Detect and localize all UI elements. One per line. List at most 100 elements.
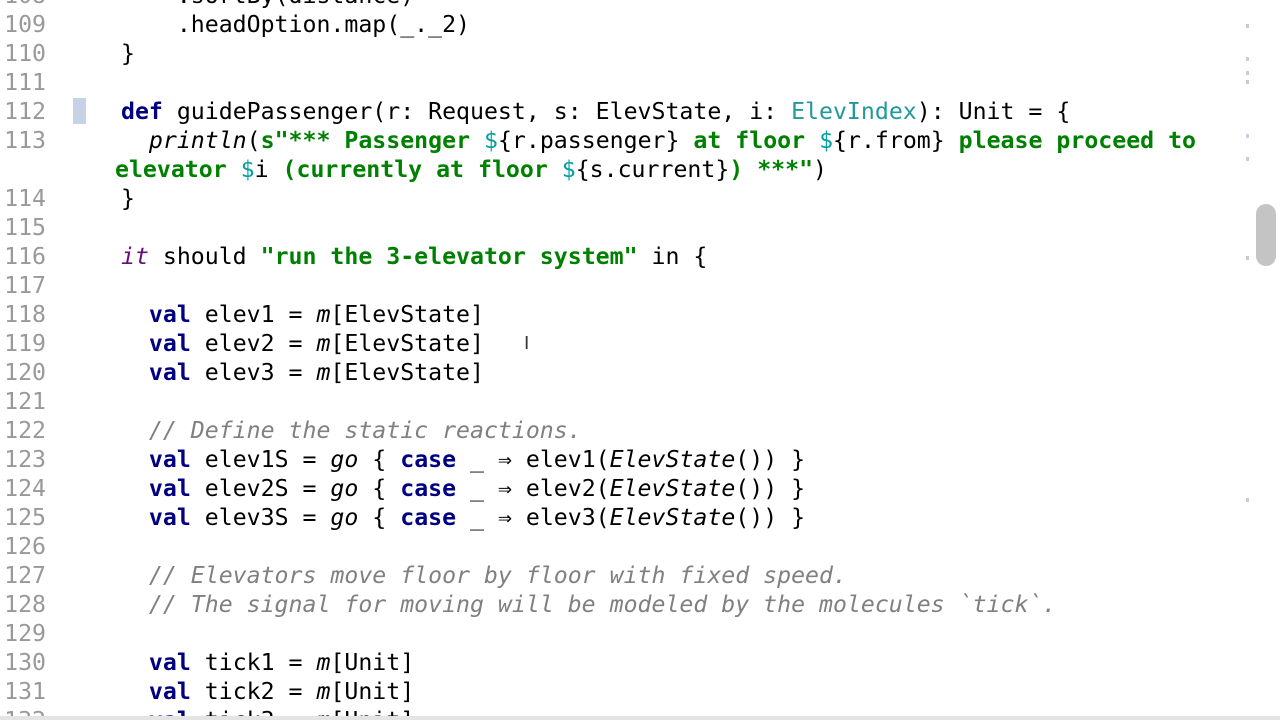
line-code[interactable]: val elev1S = go { case _ ⇒ elev1(ElevSta… bbox=[121, 445, 805, 474]
code-token: case bbox=[400, 504, 457, 531]
code-token: at floor bbox=[679, 127, 820, 154]
code-token: {s.current} bbox=[575, 156, 730, 183]
line-code[interactable]: // Elevators move floor by floor with fi… bbox=[121, 561, 847, 590]
line-number: 118 bbox=[4, 301, 46, 328]
vertical-scrollbar-thumb[interactable] bbox=[1256, 204, 1276, 266]
code-token: { bbox=[358, 504, 401, 531]
code-token: i bbox=[254, 156, 269, 183]
code-token: elev1 = bbox=[190, 301, 317, 328]
code-token: tick3 = bbox=[191, 707, 317, 716]
code-token: go bbox=[330, 446, 359, 473]
code-token: val bbox=[148, 446, 191, 473]
line-number: 114 bbox=[4, 185, 46, 212]
line-number: 121 bbox=[4, 388, 46, 415]
line-number: 110 bbox=[4, 40, 46, 67]
line-number: 113 bbox=[4, 127, 46, 154]
code-token: go bbox=[330, 475, 359, 502]
line-number: 130 bbox=[4, 649, 46, 676]
code-token: ElevState bbox=[609, 446, 736, 473]
stripe-mark[interactable] bbox=[1246, 498, 1249, 502]
code-token: $ bbox=[240, 156, 255, 183]
code-token: in { bbox=[637, 243, 708, 270]
stripe-mark[interactable] bbox=[1246, 71, 1249, 75]
line-number: 131 bbox=[4, 678, 46, 705]
line-code[interactable]: val tick1 = m[Unit] bbox=[121, 648, 414, 677]
code-token: [Unit] bbox=[330, 678, 415, 705]
line-number: 109 bbox=[4, 11, 46, 38]
horizontal-scrollbar[interactable] bbox=[0, 716, 1280, 720]
code-token: { bbox=[358, 475, 401, 502]
code-token bbox=[121, 562, 149, 589]
code-token: val bbox=[148, 649, 191, 676]
code-token: tick1 = bbox=[190, 649, 317, 676]
code-token: $ bbox=[484, 127, 498, 154]
stripe-mark[interactable] bbox=[1246, 80, 1249, 84]
code-token: case bbox=[400, 475, 457, 502]
code-token: ElevState bbox=[609, 475, 736, 502]
code-token: should bbox=[148, 243, 261, 270]
line-code[interactable]: val elev1 = m[ElevState] bbox=[121, 300, 484, 329]
line-code[interactable]: val elev2 = m[ElevState] bbox=[121, 329, 484, 358]
line-number: 129 bbox=[4, 620, 46, 647]
gutter-marker[interactable] bbox=[73, 98, 86, 124]
code-token: go bbox=[330, 504, 359, 531]
code-token: val bbox=[149, 707, 191, 716]
code-token bbox=[121, 591, 149, 618]
code-token: _ ⇒ elev1( bbox=[456, 446, 610, 473]
code-token: elev3 = bbox=[190, 359, 317, 386]
stripe-mark[interactable] bbox=[1246, 157, 1249, 161]
code-token bbox=[121, 678, 149, 705]
code-token bbox=[121, 649, 149, 676]
line-code[interactable]: } bbox=[121, 39, 135, 68]
line-code[interactable]: val elev2S = go { case _ ⇒ elev2(ElevSta… bbox=[121, 474, 805, 503]
line-number: 122 bbox=[4, 417, 46, 444]
code-token: val bbox=[148, 330, 191, 357]
code-token: { bbox=[358, 446, 401, 473]
text-cursor-icon: I bbox=[524, 333, 530, 354]
stripe-mark[interactable] bbox=[1246, 256, 1249, 260]
code-token: .headOption.map(_._2) bbox=[121, 11, 471, 38]
line-code[interactable]: // Define the static reactions. bbox=[121, 416, 582, 445]
code-token: ( bbox=[246, 127, 261, 154]
line-code[interactable]: val tick2 = m[Unit] bbox=[121, 677, 414, 706]
line-code[interactable]: def guidePassenger(r: Request, s: ElevSt… bbox=[121, 97, 1070, 126]
code-token bbox=[121, 417, 149, 444]
code-token: $ bbox=[819, 127, 834, 154]
code-token: case bbox=[400, 446, 457, 473]
line-number: 116 bbox=[4, 243, 46, 270]
line-code[interactable]: elevator $i (currently at floor ${s.curr… bbox=[115, 155, 827, 184]
code-token: m bbox=[316, 678, 331, 705]
code-token: {r.from} bbox=[833, 127, 945, 154]
code-token: $ bbox=[561, 156, 576, 183]
line-code[interactable]: val tick3 = m[Unit] bbox=[121, 706, 414, 716]
code-token: .sortBy(distance) bbox=[121, 0, 414, 9]
line-number: 111 bbox=[4, 69, 46, 96]
line-code[interactable]: val elev3S = go { case _ ⇒ elev3(ElevSta… bbox=[121, 503, 805, 532]
code-token: elev3S = bbox=[190, 504, 331, 531]
code-token: tick2 = bbox=[190, 678, 317, 705]
line-code[interactable]: } bbox=[121, 184, 135, 213]
code-token: } bbox=[121, 40, 135, 67]
stripe-mark[interactable] bbox=[1246, 57, 1249, 61]
line-code[interactable]: .sortBy(distance) bbox=[121, 0, 414, 10]
line-code[interactable]: val elev3 = m[ElevState] bbox=[121, 358, 484, 387]
code-token: def bbox=[121, 98, 163, 125]
line-code[interactable]: .headOption.map(_._2) bbox=[121, 10, 470, 39]
code-token bbox=[121, 359, 149, 386]
stripe-mark[interactable] bbox=[1246, 24, 1249, 28]
code-token: [Unit] bbox=[330, 649, 415, 676]
line-code[interactable]: println(s"*** Passenger ${r.passenger} a… bbox=[121, 126, 1196, 155]
code-token: // Define the static reactions. bbox=[148, 417, 582, 444]
line-code[interactable]: // The signal for moving will be modeled… bbox=[121, 590, 1056, 619]
code-token: (currently at floor bbox=[268, 156, 562, 183]
code-token bbox=[121, 707, 149, 716]
line-number: 108 bbox=[0, 0, 46, 10]
code-token: [ElevState] bbox=[330, 359, 484, 386]
stripe-mark[interactable] bbox=[1246, 134, 1249, 138]
code-token: val bbox=[148, 678, 191, 705]
line-code[interactable]: it should "run the 3-elevator system" in… bbox=[121, 242, 707, 271]
code-token: _ ⇒ elev2( bbox=[456, 475, 610, 502]
code-token: m bbox=[316, 359, 331, 386]
code-token: guidePassenger(r: Request, s: ElevState,… bbox=[162, 98, 792, 125]
